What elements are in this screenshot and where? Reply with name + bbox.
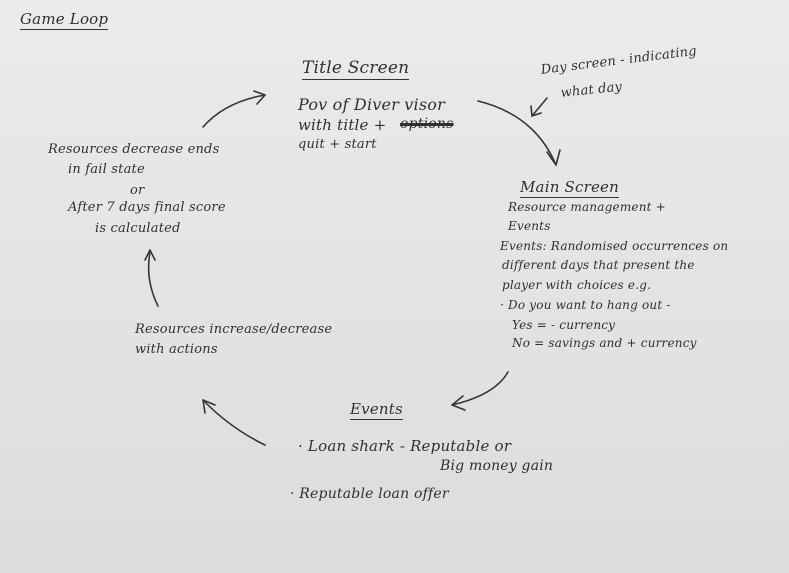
events-line-1: · Loan shark - Reputable or: [298, 437, 512, 455]
arrow-day-note-pointer: [530, 97, 548, 117]
arrow-main-to-events: [451, 371, 509, 411]
arrow-resources-to-end: [144, 249, 159, 307]
end-state-line-5: is calculated: [95, 221, 181, 236]
end-state-line-3: or: [130, 183, 145, 198]
main-screen-line-7: Yes = - currency: [512, 318, 616, 332]
events-line-2: Big money gain: [440, 458, 554, 474]
arrow-title-to-main: [477, 100, 561, 166]
arrow-events-to-resources: [202, 399, 266, 446]
end-state-line-2: in fail state: [68, 162, 145, 177]
main-screen-line-4: different days that present the: [502, 258, 695, 272]
title-screen-line-1: Pov of Diver visor: [298, 95, 445, 114]
main-screen-line-2: Events: [508, 219, 551, 233]
main-screen-line-1: Resource management +: [508, 200, 666, 214]
main-screen-line-5: player with choices e.g.: [502, 278, 652, 292]
resources-change-line-1: Resources increase/decrease: [135, 322, 333, 337]
end-state-line-4: After 7 days final score: [68, 200, 226, 215]
end-state-line-1: Resources decrease ends: [48, 142, 220, 157]
resources-change-line-2: with actions: [135, 342, 218, 357]
arrow-end-to-title: [202, 90, 266, 128]
main-screen-heading: Main Screen: [520, 178, 619, 198]
main-screen-line-6: · Do you want to hang out -: [500, 298, 671, 312]
page-title: Game Loop: [20, 10, 109, 30]
events-heading: Events: [350, 400, 403, 420]
main-screen-line-3: Events: Randomised occurrences on: [500, 239, 729, 253]
events-line-3: · Reputable loan offer: [290, 486, 449, 502]
title-screen-heading: Title Screen: [302, 58, 410, 80]
title-screen-crossed-out: options: [400, 116, 454, 132]
title-screen-line-2: with title +: [298, 116, 387, 134]
main-screen-line-8: No = savings and + currency: [512, 336, 697, 350]
title-screen-line-3: quit + start: [298, 137, 377, 152]
